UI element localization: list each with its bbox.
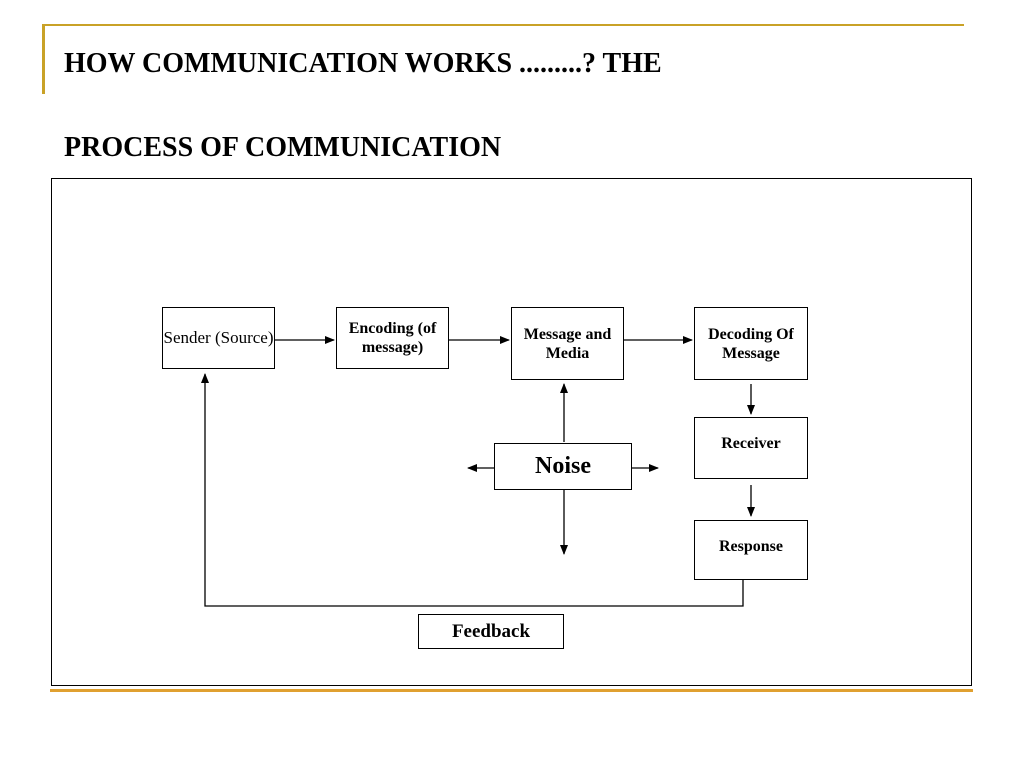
decoding-label: Decoding Of Message (708, 325, 794, 362)
feedback-box: Feedback (418, 614, 564, 649)
noise-box: Noise (494, 443, 632, 490)
slide-title-line-1: HOW COMMUNICATION WORKS .........? THE (64, 48, 662, 79)
receiver-label: Receiver (721, 435, 781, 452)
encoding-box: Encoding (of message) (336, 307, 449, 369)
slide-title-line-2: PROCESS OF COMMUNICATION (64, 132, 502, 163)
feedback-label: Feedback (451, 621, 531, 642)
feedback-loop-line (201, 373, 744, 607)
decoding-box: Decoding Of Message (694, 307, 808, 380)
encoding-label: Encoding (of message) (348, 320, 437, 356)
diagram-frame (51, 178, 972, 686)
message-media-label: Message and Media (523, 325, 612, 362)
top-accent-line (42, 24, 964, 26)
sender-label: Sender (Source) (163, 328, 274, 347)
sender-box: Sender (Source) (162, 307, 275, 369)
response-label: Response (718, 538, 783, 555)
message-media-box: Message and Media (511, 307, 624, 380)
bottom-accent-line (50, 689, 973, 692)
receiver-box: Receiver (694, 417, 808, 479)
response-box: Response (694, 520, 808, 580)
noise-label: Noise (535, 453, 591, 479)
left-accent-bar (42, 26, 45, 94)
